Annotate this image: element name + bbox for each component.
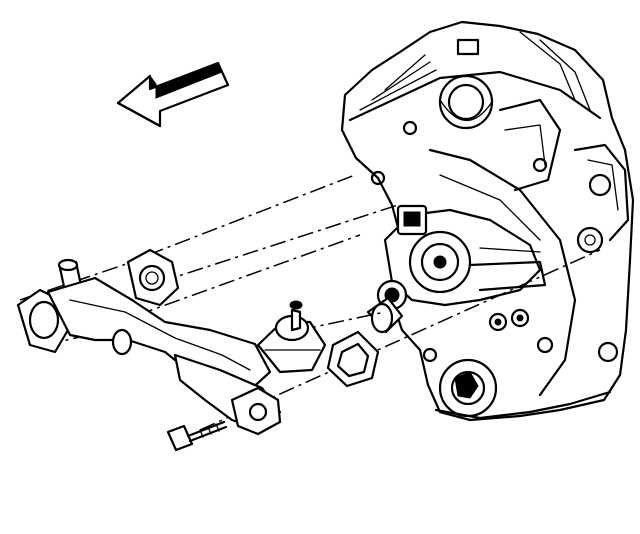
bypass-pipe xyxy=(16,248,327,436)
water-pump xyxy=(366,204,547,334)
thermostat-housing-gasket xyxy=(326,330,380,388)
front-direction-arrow-icon xyxy=(116,61,230,128)
pipe-mounting-bolt xyxy=(166,420,228,452)
